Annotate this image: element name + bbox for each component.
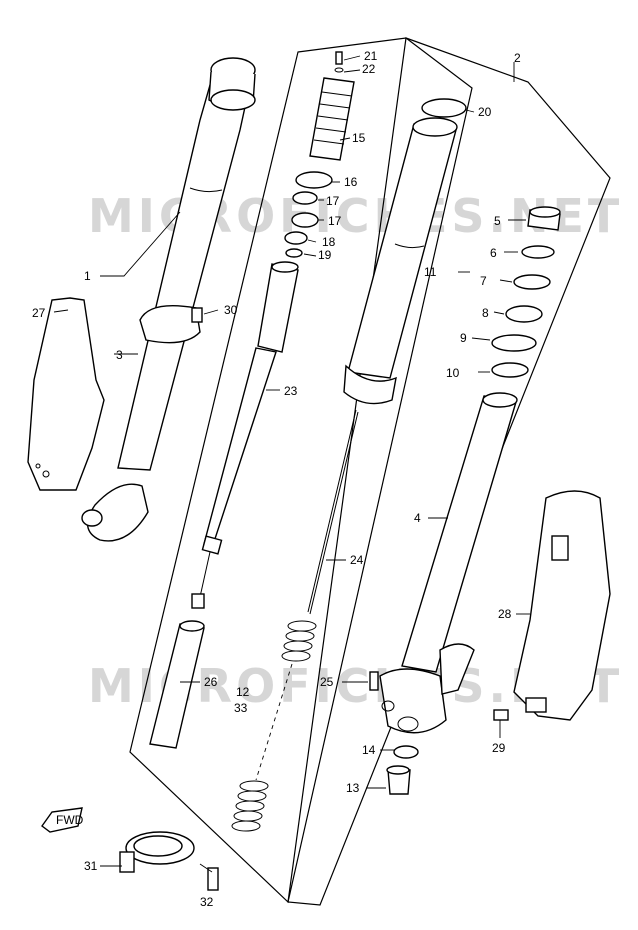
label-28: 28 (498, 607, 512, 621)
fwd-arrow-icon: FWD (41, 807, 84, 833)
label-5: 5 (494, 214, 501, 228)
label-15: 15 (352, 131, 366, 145)
label-25: 25 (320, 675, 334, 689)
label-21: 21 (364, 49, 378, 63)
fork-clamp (139, 305, 203, 344)
label-26: 26 (204, 675, 218, 689)
label-23: 23 (284, 384, 298, 398)
outer-frame (287, 37, 611, 906)
label-16: 16 (344, 175, 358, 189)
spring-rod-assembly (149, 51, 355, 749)
inner-tube (379, 392, 518, 734)
label-9: 9 (460, 331, 467, 345)
seal-stack (421, 98, 561, 378)
label-18: 18 (322, 235, 336, 249)
fork-guard-left (27, 297, 105, 491)
label-14: 14 (362, 743, 376, 757)
label-12: 12 (236, 685, 250, 699)
label-1: 1 (84, 269, 91, 283)
label-2: 2 (514, 51, 521, 65)
label-27: 27 (32, 306, 46, 320)
small-parts (369, 671, 419, 795)
label-3: 3 (116, 348, 123, 362)
outer-tube-right (343, 117, 458, 405)
outer-tube-left (81, 57, 256, 542)
label-30: 30 (224, 303, 238, 317)
label-4: 4 (414, 511, 421, 525)
label-22: 22 (362, 62, 376, 76)
fwd-label: FWD (56, 813, 84, 827)
label-13: 13 (346, 781, 360, 795)
label-11: 11 (424, 265, 437, 279)
lower-clamp (119, 831, 219, 891)
part-labels: 21 22 2 20 15 16 17 17 18 19 11 1 3 30 2… (32, 49, 521, 909)
leader-lines (53, 55, 530, 873)
label-10: 10 (446, 366, 460, 380)
label-17b: 17 (328, 214, 342, 228)
label-19: 19 (318, 248, 332, 262)
label-17a: 17 (326, 194, 340, 208)
label-7: 7 (480, 274, 487, 288)
damper-rod (307, 409, 359, 615)
label-29: 29 (492, 741, 506, 755)
label-24: 24 (350, 553, 364, 567)
fork-guard-right (493, 490, 611, 721)
label-20: 20 (478, 105, 492, 119)
label-33: 33 (234, 701, 248, 715)
label-32: 32 (200, 895, 214, 909)
inner-frame (129, 37, 473, 904)
label-31: 31 (84, 859, 98, 873)
label-6: 6 (490, 246, 497, 260)
label-8: 8 (482, 306, 489, 320)
fork-spring (231, 620, 317, 832)
